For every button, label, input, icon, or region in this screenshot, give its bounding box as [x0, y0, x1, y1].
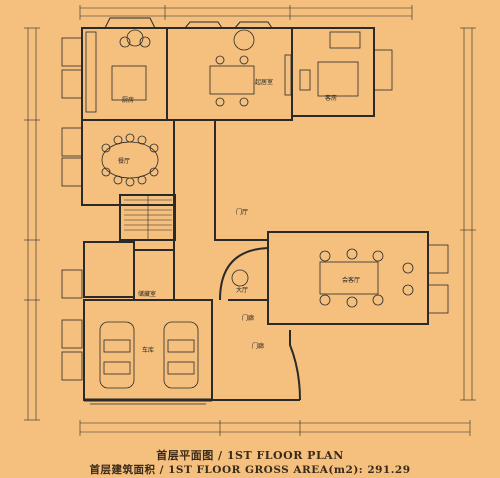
- bay-windows: [104, 17, 273, 29]
- room-label-dining: 餐厅: [118, 157, 130, 165]
- room-label-living: 起居室: [255, 78, 273, 86]
- garage-door: [84, 398, 212, 405]
- plan-title: 首层平面图 / 1ST FLOOR PLAN: [156, 449, 344, 462]
- right-windows: [373, 49, 449, 314]
- bedroom-furniture: [299, 31, 361, 97]
- left-windows: [61, 37, 83, 381]
- room-label-lounge: 会客厅: [342, 276, 360, 284]
- dining-table: [101, 133, 159, 187]
- room-label-porch2: 门廊: [252, 342, 264, 350]
- hall-fountain: [231, 269, 249, 287]
- stairs: [124, 195, 172, 240]
- dimension-lines: [24, 5, 476, 436]
- room-label-storage: 储藏室: [138, 290, 156, 298]
- room-label-porch: 门廊: [242, 314, 254, 322]
- room-labels: 厨房 起居室 客房 餐厅 门厅 大厅 会客厅 车库 储藏室 门廊 门廊: [118, 78, 360, 354]
- gross-area-caption: 首层建筑面积 / 1ST FLOOR GROSS AREA(m2): 291.2…: [89, 464, 411, 476]
- room-label-bedroom: 客房: [325, 94, 337, 102]
- room-label-kitchen: 厨房: [122, 96, 134, 104]
- hall-bay: [219, 247, 269, 301]
- room-label-garage: 车库: [142, 346, 154, 354]
- garage-cars: [99, 321, 199, 389]
- room-label-foyer: 门厅: [236, 208, 248, 216]
- kitchen-furniture: [85, 29, 151, 113]
- lounge-furniture: [319, 248, 414, 308]
- living-furniture: [209, 29, 292, 107]
- room-label-hall: 大厅: [236, 286, 248, 294]
